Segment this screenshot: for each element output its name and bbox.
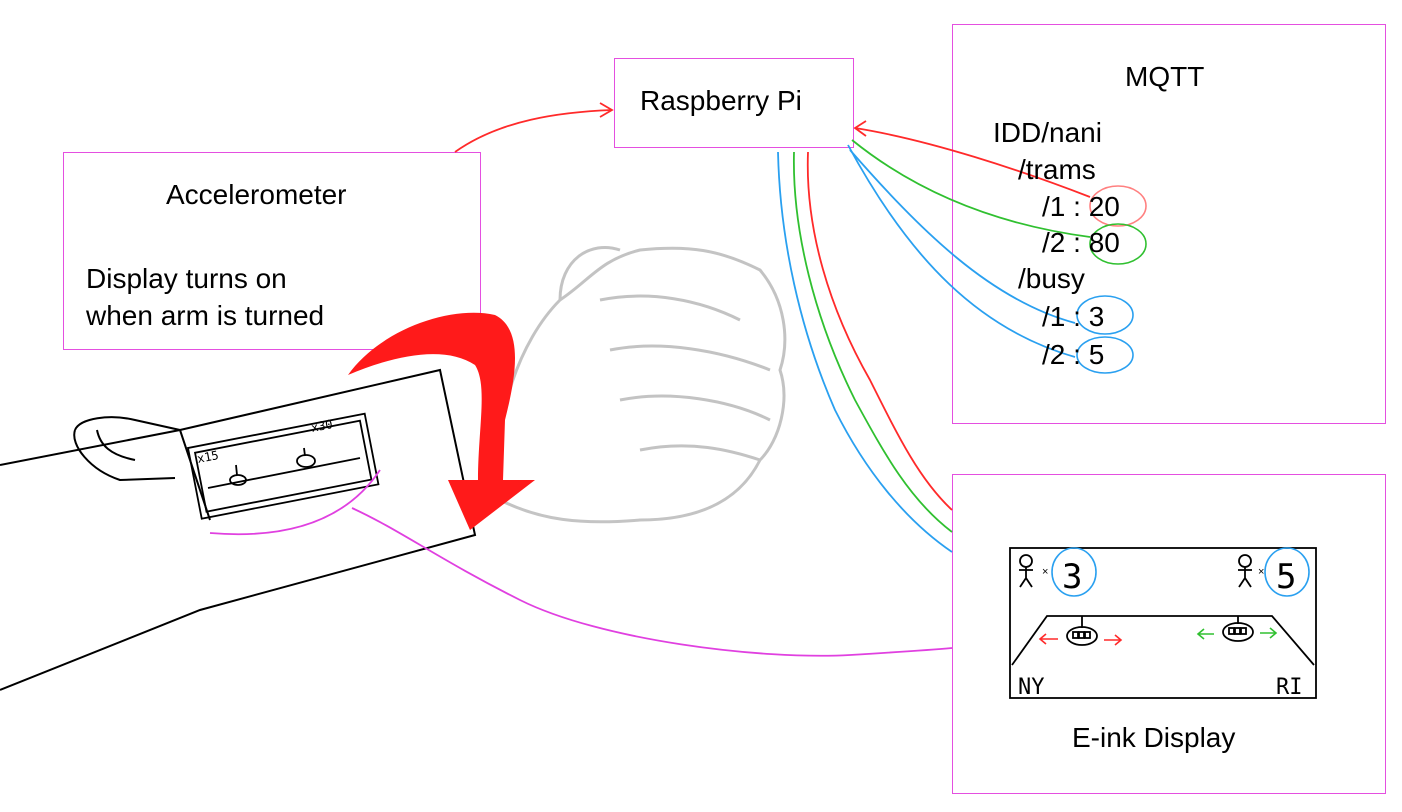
wrist-display: [186, 412, 380, 520]
circle-trams-1: [1089, 185, 1147, 227]
red-line-mqtt-pi: [854, 127, 1091, 198]
accelerometer-desc-line1: Display turns on: [86, 263, 287, 294]
mqtt-title: MQTT: [1125, 61, 1205, 92]
eink-right-count: 5: [1276, 557, 1296, 597]
mqtt-trams-2: /2 : 80: [1042, 227, 1120, 258]
red-line-accel-pi: [454, 109, 613, 153]
mqtt-busy-1: /1 : 3: [1042, 301, 1105, 332]
mqtt-box: [952, 24, 1386, 424]
accelerometer-box: [63, 152, 481, 350]
eink-right-station: RI: [1276, 675, 1303, 700]
raspberry-pi-box: [614, 58, 854, 148]
blue-line-mqtt-pi-2: [847, 144, 1076, 358]
accelerometer-title: Accelerometer: [166, 179, 347, 210]
red-arrowhead-mqtt: [853, 120, 867, 137]
green-line-mqtt-pi: [851, 139, 1091, 238]
wrist-left-count: x15: [196, 448, 220, 466]
eink-x-left: ×: [1042, 566, 1048, 578]
eink-title: E-ink Display: [1072, 722, 1236, 753]
turn-arrow: [348, 312, 535, 530]
eink-left-station: NY: [1018, 675, 1045, 700]
raspberry-pi-label: Raspberry Pi: [640, 85, 802, 116]
green-line-pi-eink: [793, 151, 953, 533]
circle-busy-2: [1076, 336, 1134, 374]
mqtt-busy: /busy: [1018, 263, 1085, 294]
eink-x-right: ×: [1258, 566, 1264, 578]
circle-eink-left: [1051, 547, 1097, 597]
magenta-connection: [351, 507, 953, 657]
circle-eink-right: [1264, 547, 1310, 597]
direction-arrows: [1038, 627, 1278, 646]
circle-trams-2: [1089, 223, 1147, 265]
magenta-arc: [209, 469, 381, 536]
fist-sketch: [496, 245, 787, 524]
accelerometer-desc-line2: when arm is turned: [86, 300, 325, 331]
arm-sketch: [0, 368, 477, 691]
eink-box: [952, 474, 1386, 794]
mqtt-busy-2: /2 : 5: [1042, 339, 1105, 370]
mqtt-trams-1: /1 : 20: [1042, 191, 1120, 222]
red-line-pi-eink: [806, 151, 953, 511]
wrist-right-count: x30: [310, 417, 334, 435]
eink-left-count: 3: [1062, 557, 1082, 597]
blue-line-pi-eink: [777, 151, 953, 553]
mqtt-topic-root: IDD/nani: [993, 117, 1102, 148]
red-arrowhead-pi: [599, 102, 614, 118]
blue-line-mqtt-pi-1: [849, 149, 1076, 324]
mqtt-trams: /trams: [1018, 154, 1096, 185]
eink-screen: [1009, 547, 1317, 699]
circle-busy-1: [1076, 295, 1134, 335]
